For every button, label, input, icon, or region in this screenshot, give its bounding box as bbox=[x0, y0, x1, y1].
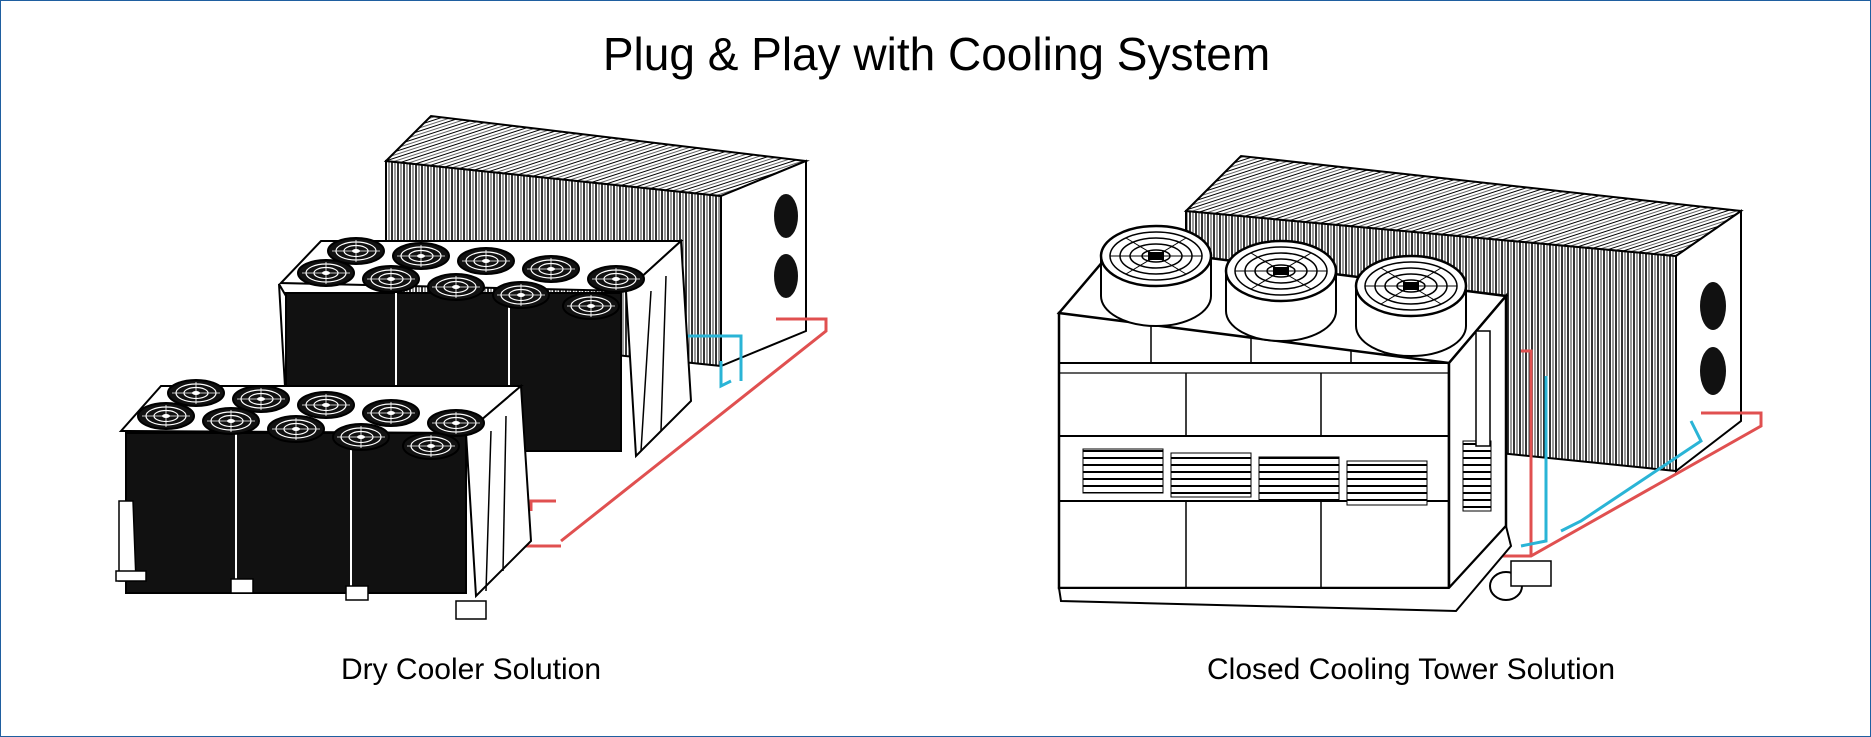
dry-cooler-illustration bbox=[115, 114, 828, 620]
cooling-tower bbox=[1056, 224, 1552, 613]
dry-cooler-front bbox=[115, 379, 533, 620]
caption-dry-cooler: Dry Cooler Solution bbox=[340, 653, 602, 686]
pipes-right bbox=[1496, 349, 1763, 558]
page-title: Plug & Play with Cooling System bbox=[602, 28, 1271, 80]
caption-cooling-tower: Closed Cooling Tower Solution bbox=[1206, 653, 1616, 686]
cooling-tower-illustration bbox=[1056, 154, 1763, 613]
pipes-left bbox=[521, 317, 828, 548]
